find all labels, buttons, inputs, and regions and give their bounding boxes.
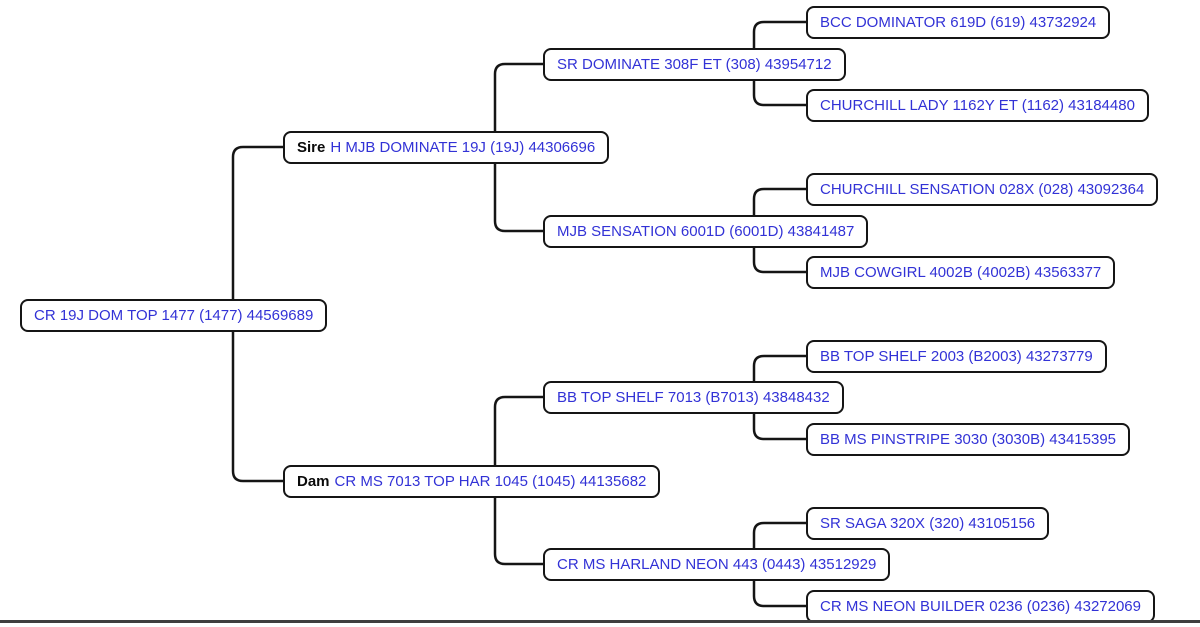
animal-link: CR MS NEON BUILDER 0236 (0236) 43272069 — [820, 598, 1141, 615]
pedigree-node-root[interactable]: CR 19J DOM TOP 1477 (1477) 44569689 — [20, 299, 328, 332]
pedigree-node-sire[interactable]: Sire H MJB DOMINATE 19J (19J) 44306696 — [283, 131, 610, 164]
animal-link: H MJB DOMINATE 19J (19J) 44306696 — [330, 139, 596, 156]
animal-link: CHURCHILL SENSATION 028X (028) 43092364 — [820, 181, 1145, 198]
pedigree-node-sire-sire-sire[interactable]: BCC DOMINATOR 619D (619) 43732924 — [806, 6, 1111, 39]
pedigree-node-sire-dam[interactable]: MJB SENSATION 6001D (6001D) 43841487 — [543, 215, 869, 248]
animal-link: SR DOMINATE 308F ET (308) 43954712 — [557, 56, 832, 73]
pedigree-node-sire-sire[interactable]: SR DOMINATE 308F ET (308) 43954712 — [543, 48, 846, 81]
animal-link: CR MS HARLAND NEON 443 (0443) 43512929 — [557, 556, 877, 573]
animal-link: BB TOP SHELF 7013 (B7013) 43848432 — [557, 389, 830, 406]
pedigree-node-dam-dam-sire[interactable]: SR SAGA 320X (320) 43105156 — [806, 507, 1050, 540]
animal-link: CR MS 7013 TOP HAR 1045 (1045) 44135682 — [334, 473, 647, 490]
pedigree-node-sire-dam-sire[interactable]: CHURCHILL SENSATION 028X (028) 43092364 — [806, 173, 1159, 206]
pedigree-node-sire-sire-dam[interactable]: CHURCHILL LADY 1162Y ET (1162) 43184480 — [806, 89, 1149, 122]
animal-link: CR 19J DOM TOP 1477 (1477) 44569689 — [34, 307, 314, 324]
dam-label: Dam — [297, 473, 330, 490]
sire-label: Sire — [297, 139, 326, 156]
animal-link: CHURCHILL LADY 1162Y ET (1162) 43184480 — [820, 97, 1135, 114]
animal-link: BB TOP SHELF 2003 (B2003) 43273779 — [820, 348, 1093, 365]
animal-link: BB MS PINSTRIPE 3030 (3030B) 43415395 — [820, 431, 1117, 448]
animal-link: MJB COWGIRL 4002B (4002B) 43563377 — [820, 264, 1102, 281]
bottom-divider-bar — [0, 620, 1200, 623]
pedigree-node-dam-dam[interactable]: CR MS HARLAND NEON 443 (0443) 43512929 — [543, 548, 891, 581]
animal-link: SR SAGA 320X (320) 43105156 — [820, 515, 1036, 532]
pedigree-node-dam[interactable]: Dam CR MS 7013 TOP HAR 1045 (1045) 44135… — [283, 465, 661, 498]
animal-link: MJB SENSATION 6001D (6001D) 43841487 — [557, 223, 855, 240]
pedigree-node-sire-dam-dam[interactable]: MJB COWGIRL 4002B (4002B) 43563377 — [806, 256, 1116, 289]
pedigree-node-dam-sire-dam[interactable]: BB MS PINSTRIPE 3030 (3030B) 43415395 — [806, 423, 1131, 456]
pedigree-node-dam-sire[interactable]: BB TOP SHELF 7013 (B7013) 43848432 — [543, 381, 844, 414]
pedigree-node-dam-sire-sire[interactable]: BB TOP SHELF 2003 (B2003) 43273779 — [806, 340, 1107, 373]
animal-link: BCC DOMINATOR 619D (619) 43732924 — [820, 14, 1097, 31]
pedigree-node-dam-dam-dam[interactable]: CR MS NEON BUILDER 0236 (0236) 43272069 — [806, 590, 1155, 623]
